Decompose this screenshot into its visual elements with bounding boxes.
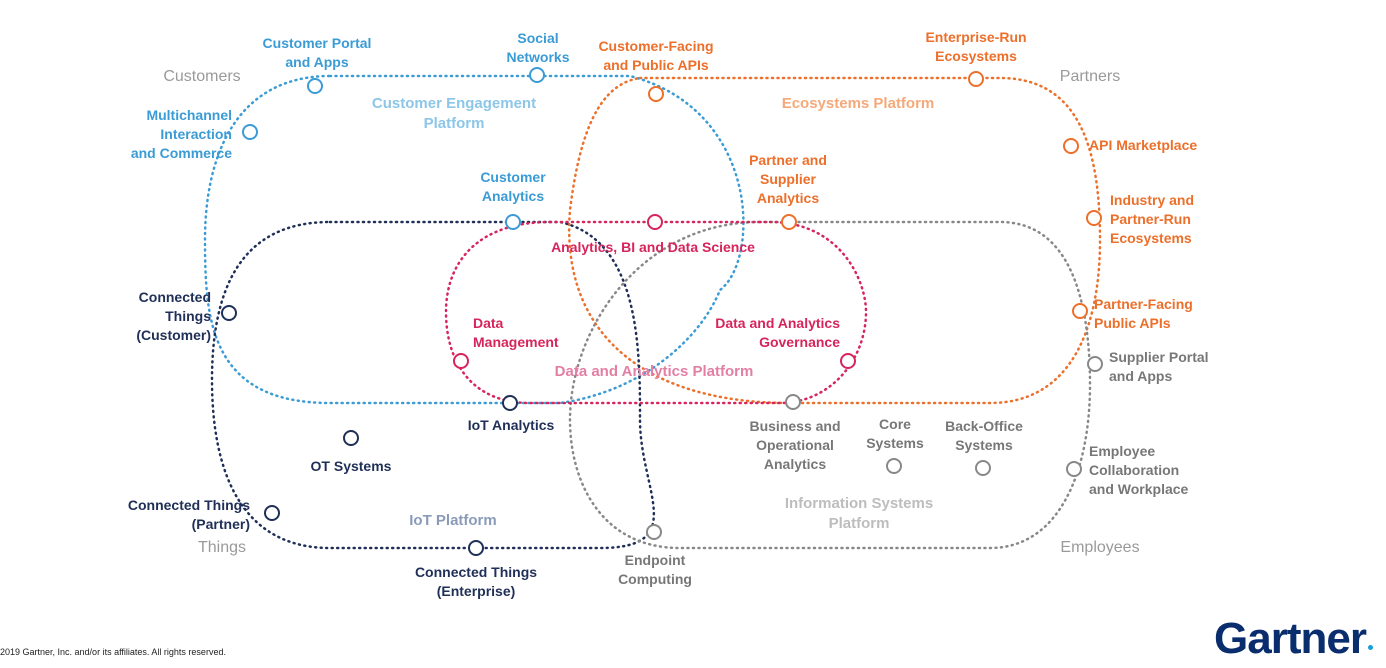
label-endpoint-computing: Endpoint Computing [618,552,692,587]
label-data-management: Data Management [473,315,559,350]
label-multichannel: Multichannel Interaction and Commerce [130,107,232,161]
node-industry-partner-run [1086,210,1102,226]
logo-dot [1368,645,1373,650]
node-data-management [453,353,469,369]
label-connected-partner: Connected Things (Partner) [127,497,250,532]
label-da-governance: Data and Analytics Governance [715,315,840,350]
platform-data-analytics: Data and Analytics Platform [554,363,754,380]
node-connected-enterprise [468,540,484,556]
iot-loop [210,220,655,550]
label-partner-facing-apis: Partner-Facing Public APIs [1094,296,1193,331]
platform-iot: IoT Platform [409,512,497,529]
label-business-operational: Business and Operational Analytics [749,418,841,472]
node-customer-portal [307,78,323,94]
zone-partners: Partners [1059,68,1121,85]
node-multichannel [242,124,258,140]
node-endpoint-computing [646,524,662,540]
label-industry-partner-run: Industry and Partner-Run Ecosystems [1110,192,1195,246]
node-connected-customer [221,305,237,321]
node-api-marketplace [1063,138,1079,154]
zone-things: Things [197,539,247,556]
label-customer-facing-apis: Customer-Facing and Public APIs [598,38,714,73]
label-ot-systems: OT Systems [310,458,392,474]
label-connected-enterprise: Connected Things (Enterprise) [414,564,538,599]
label-employee-collab: Employee Collaboration and Workplace [1089,443,1189,497]
node-analytics-bi [647,214,663,230]
node-employee-collab [1066,461,1082,477]
label-api-marketplace: API Marketplace [1089,137,1198,153]
node-iot-analytics [502,395,518,411]
node-business-operational [785,394,801,410]
node-supplier-portal [1087,356,1103,372]
label-customer-portal: Customer Portal and Apps [262,35,372,70]
platform-information-systems: Information Systems Platform [784,495,934,532]
label-back-office: Back-Office Systems [945,418,1023,453]
label-partner-supplier-analytics: Partner and Supplier Analytics [749,152,827,206]
label-supplier-portal: Supplier Portal and Apps [1109,349,1209,384]
node-customer-analytics [505,214,521,230]
label-iot-analytics: IoT Analytics [467,417,555,433]
node-da-governance [840,353,856,369]
node-enterprise-run [968,71,984,87]
platform-customer-engagement: Customer Engagement Platform [371,95,537,132]
customer-engagement-loop [203,74,745,405]
label-connected-customer: Connected Things (Customer) [136,289,211,343]
node-customer-facing-apis [648,86,664,102]
label-social-networks: Social Networks [506,30,570,65]
zone-employees: Employees [1060,539,1140,556]
node-partner-supplier-analytics [781,214,797,230]
label-enterprise-run: Enterprise-Run Ecosystems [925,29,1027,64]
node-core-systems [886,458,902,474]
data-analytics-loop [444,220,868,405]
node-back-office [975,460,991,476]
gartner-logo: Gartner [1214,614,1367,663]
platform-ecosystems: Ecosystems Platform [781,95,935,112]
zone-customers: Customers [163,68,241,85]
node-connected-partner [264,505,280,521]
node-social-networks [529,67,545,83]
label-customer-analytics: Customer Analytics [480,169,546,204]
label-core-systems: Core Systems [866,416,924,451]
node-ot-systems [343,430,359,446]
copyright-text: 2019 Gartner, Inc. and/or its affiliates… [0,647,226,657]
node-partner-facing-apis [1072,303,1088,319]
label-analytics-bi: Analytics, BI and Data Science [551,239,755,255]
